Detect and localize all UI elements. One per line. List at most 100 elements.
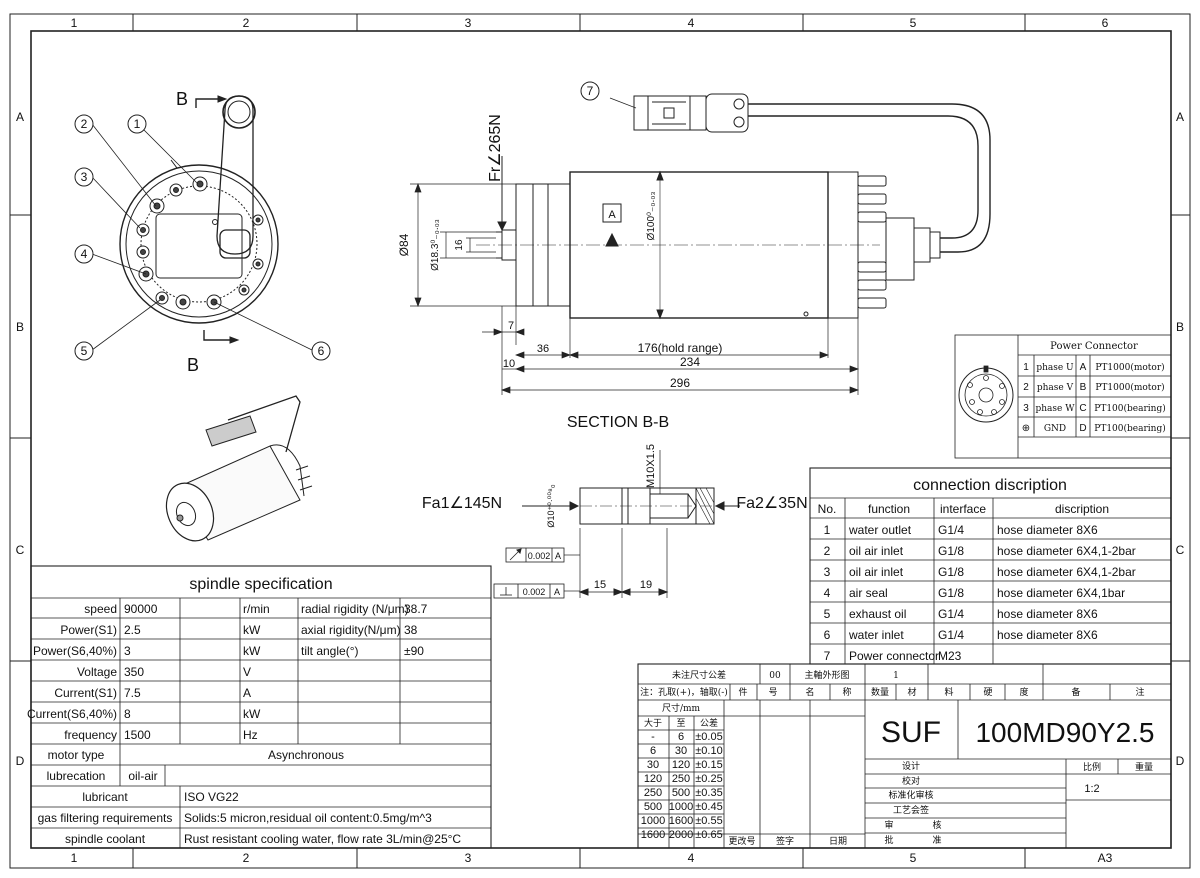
dim-hold-range: 176(hold range): [638, 341, 723, 355]
conn-row-interface: G1/8: [938, 586, 964, 600]
power-connector-table: [954, 334, 1172, 459]
pc-row4-f: GND: [1044, 424, 1066, 434]
tb-note: 注：孔取(+)，轴取(-): [640, 686, 728, 698]
pc-row1-k: A: [1080, 362, 1087, 373]
tol-row-to: 1000: [669, 801, 693, 813]
lubrecation-label: lubrecation: [47, 769, 106, 783]
tb-col-7: 硬: [983, 687, 992, 698]
spec-row-label: speed: [84, 602, 117, 616]
callout-3: 3: [81, 170, 88, 184]
tol-row-tol: ±0.25: [695, 773, 722, 785]
callout-6: 6: [318, 344, 325, 358]
datum-a: A: [608, 209, 616, 221]
tol-row-tol: ±0.05: [695, 731, 722, 743]
spec-row-unit: kW: [243, 644, 261, 658]
conn-row-function: air seal: [849, 586, 888, 600]
spec-row-label2: radial rigidity (N/μm): [301, 602, 409, 616]
tb-col-8: 度: [1019, 686, 1028, 698]
conn-head-interface: interface: [940, 502, 986, 516]
isometric-view: [165, 395, 313, 542]
dim-36: 36: [537, 343, 549, 355]
dim-10: 10: [503, 358, 515, 370]
pc-row2-k: B: [1080, 382, 1087, 393]
conn-row-function: water inlet: [848, 628, 904, 642]
section-title: SECTION B-B: [567, 414, 669, 431]
callout-1: 1: [134, 117, 141, 131]
conn-head-discription: discription: [1055, 502, 1109, 516]
lubrecation-value: oil-air: [128, 769, 157, 783]
conn-row-no: 6: [824, 628, 831, 642]
pc-row3-v: PT100(bearing): [1094, 403, 1165, 414]
tb-tol-head-1: 至: [676, 718, 685, 729]
connection-title: connection discription: [913, 477, 1067, 494]
tb-scale-label: 比例: [1083, 761, 1101, 773]
model-number: 100MD90Y2.5: [975, 717, 1154, 748]
spec-row-value: 1500: [124, 728, 151, 742]
tb-main: 主軸外形图: [804, 669, 849, 681]
pc-row1-f: phase U: [1036, 363, 1074, 373]
conn-row-interface: G1/8: [938, 544, 964, 558]
callout-4: 4: [81, 247, 88, 261]
spec-row-value2: ±90: [404, 644, 424, 658]
col-label-6: 6: [1102, 16, 1109, 30]
section-view: [493, 450, 740, 599]
conn-row-discription: hose diameter 8X6: [997, 523, 1098, 537]
runout-tolerance: 0.002: [528, 551, 551, 561]
spec-row-unit: kW: [243, 623, 261, 637]
tol-row-to: 2000: [669, 829, 693, 841]
conn-row-interface: M23: [938, 649, 962, 663]
tol-row-to: 500: [672, 787, 690, 799]
tol-row-tol: ±0.35: [695, 787, 722, 799]
tb-col-9: 备: [1071, 686, 1080, 698]
callout-balloons: 2 1 3 4 5 6 7: [74, 81, 600, 361]
gas-value: Solids:5 micron,residual oil content:0.5…: [184, 811, 432, 825]
tol-row-from: 1600: [641, 829, 665, 841]
col-label-b2: 2: [243, 851, 250, 865]
col-label-2: 2: [243, 16, 250, 30]
tb-sign: 签字: [776, 835, 794, 847]
tb-tol-head-2: 公差: [700, 717, 718, 729]
tb-weight-label: 重量: [1135, 761, 1153, 773]
spec-row-value: 8: [124, 707, 131, 721]
row-label-c-right: C: [1176, 543, 1185, 557]
conn-row-function: oil air inlet: [849, 544, 904, 558]
axial-force-2: Fa2∠35N: [736, 495, 807, 512]
pc-row2-v: PT1000(motor): [1095, 382, 1164, 393]
tb-qty: 1: [893, 671, 899, 681]
col-label-b3: 3: [465, 851, 472, 865]
conn-row-no: 5: [824, 607, 831, 621]
spec-row-label: Power(S1): [60, 623, 117, 637]
conn-head-function: function: [868, 502, 910, 516]
spec-row-label: Power(S6,40%): [33, 644, 117, 658]
spec-row-unit: A: [243, 686, 251, 700]
callout-2: 2: [81, 117, 88, 131]
pc-row1-v: PT1000(motor): [1095, 362, 1164, 373]
spec-row-unit: r/min: [243, 602, 270, 616]
row-label-a-right: A: [1176, 110, 1184, 124]
pc-row2-n: 2: [1023, 382, 1029, 393]
tb-col-6: 料: [944, 686, 953, 698]
side-view-dimensions: [410, 183, 859, 395]
col-label-3: 3: [465, 16, 472, 30]
col-label-b1: 1: [71, 851, 78, 865]
tb-size-mm: 尺寸/mm: [662, 702, 701, 714]
dim-7: 7: [508, 320, 514, 332]
tol-row-tol: ±0.15: [695, 759, 722, 771]
pc-row4-k: D: [1079, 423, 1086, 434]
brand-name: SUF: [881, 716, 941, 749]
tb-col-3: 称: [842, 686, 851, 698]
spec-row-label2: tilt angle(°): [301, 644, 359, 658]
dim-d18: Ø18.3⁰₋₀.₀₃: [430, 219, 441, 271]
conn-row-discription: hose diameter 6X4,1-2bar: [997, 544, 1136, 558]
row-label-b-right: B: [1176, 320, 1184, 334]
dim-19: 19: [640, 579, 652, 591]
dim-m10: M10X1.5: [645, 444, 657, 488]
spec-row-label: Current(S1): [54, 686, 117, 700]
row-label-d-right: D: [1176, 754, 1185, 768]
section-mark-top: B: [176, 89, 188, 109]
spec-row-value2: 38: [404, 623, 418, 637]
runout-datum: A: [555, 551, 561, 561]
